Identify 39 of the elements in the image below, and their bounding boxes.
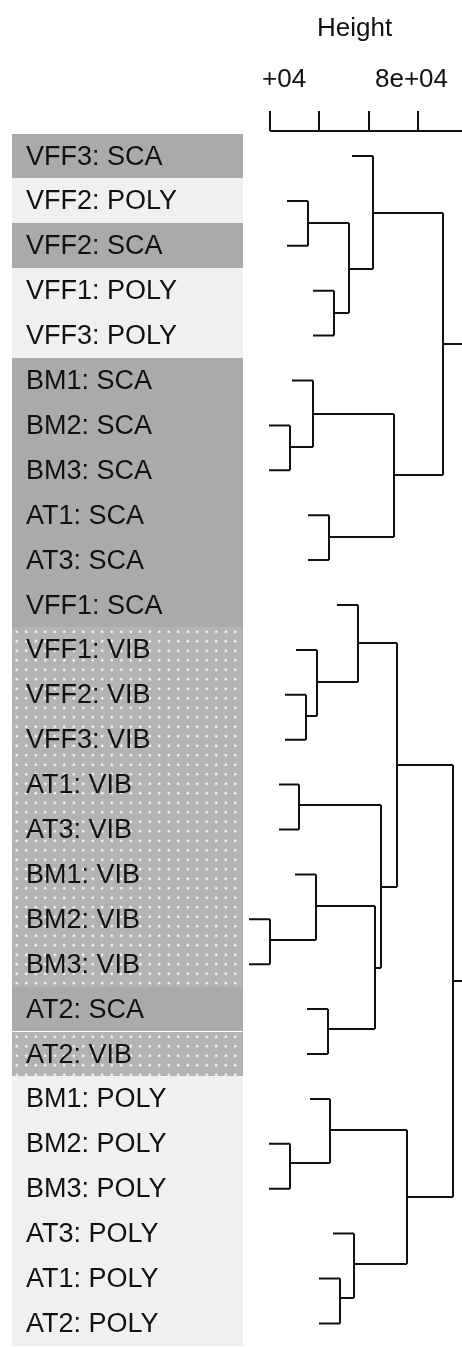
tick-label: +04 [262, 63, 307, 93]
leaf-label: AT3: VIB [26, 813, 133, 846]
leaf-label: AT1: VIB [26, 768, 133, 802]
leaf-label: BM1: POLY [26, 1082, 167, 1116]
label-band [12, 358, 243, 628]
leaf-label: BM1: SCA [26, 364, 153, 397]
leaf-label: BM2: VIB [26, 902, 141, 936]
tick-label: 8e+04 [375, 63, 449, 93]
leaf-label: VFF3: SCA [26, 139, 163, 173]
leaf-label: VFF1: POLY [26, 274, 178, 308]
leaf-label: BM3: VIB [26, 947, 141, 981]
leaf-label: AT3: SCA [26, 543, 145, 577]
leaf-label: BM3: POLY [26, 1172, 167, 1206]
leaf-label: VFF1: VIB [26, 633, 151, 667]
leaf-label: VFF2: VIB [26, 678, 151, 712]
leaf-label: VFF3: POLY [26, 319, 178, 353]
leaf-label: VFF3: VIB [26, 723, 151, 757]
label-band [12, 178, 243, 224]
label-band [12, 986, 243, 1032]
leaf-label: VFF1: SCA [26, 588, 163, 622]
label-band [12, 223, 243, 269]
label-band [12, 133, 243, 179]
label-band [12, 627, 243, 987]
leaf-label: AT1: SCA [26, 498, 145, 532]
leaf-label: BM1: VIB [26, 857, 141, 891]
axis-title: Height [317, 12, 393, 42]
leaf-label: AT3: POLY [26, 1217, 159, 1251]
leaf-label: AT2: VIB [26, 1037, 133, 1071]
label-band [12, 1076, 243, 1346]
leaf-label: AT2: POLY [26, 1306, 159, 1340]
leaf-label: AT1: POLY [26, 1262, 159, 1295]
leaf-label: VFF2: POLY [26, 184, 178, 218]
leaf-label: BM2: POLY [26, 1127, 167, 1161]
label-band [12, 268, 243, 358]
leaf-label: BM3: SCA [26, 453, 153, 487]
leaf-label: VFF2: SCA [26, 229, 163, 263]
leaf-label: BM2: SCA [26, 408, 153, 442]
leaf-label: AT2: SCA [26, 992, 145, 1026]
label-band [12, 1031, 243, 1077]
